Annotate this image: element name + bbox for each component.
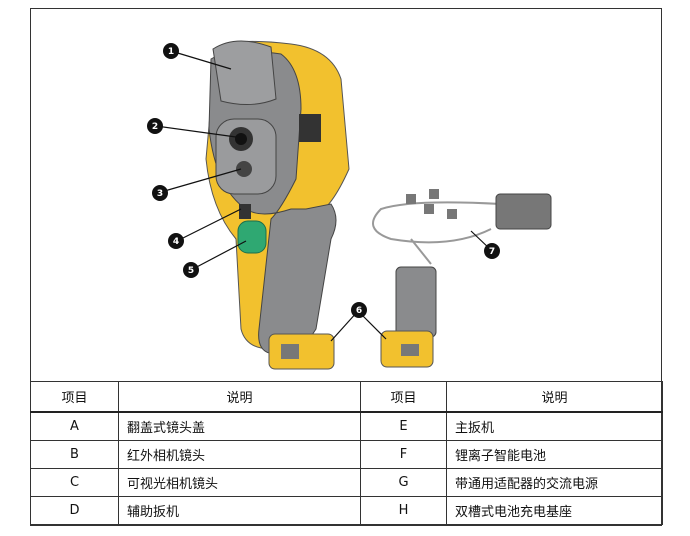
item-description: 带通用适配器的交流电源 [446,468,663,497]
item-key: A [30,411,119,441]
item-key: E [360,411,447,441]
table-header: 项目 说明 项目 说明 [30,381,663,413]
camera-body [205,40,350,370]
header-item: 项目 [30,381,119,413]
figure-frame [30,8,662,526]
callout-markers: 1 2 3 4 5 6 7 [147,43,500,318]
header-description: 说明 [446,381,663,413]
callout-3: 3 [157,189,163,199]
item-key: F [360,440,447,469]
item-description: 可视光相机镜头 [118,468,361,497]
item-description: 双槽式电池充电基座 [446,496,663,525]
ac-power-supply [372,189,552,265]
callout-lines [155,50,492,342]
item-key: H [360,496,447,525]
item-description: 辅助扳机 [118,496,361,525]
callout-2: 2 [152,122,158,132]
item-key: G [360,468,447,497]
thermal-camera-illustration: 1 2 3 4 5 6 7 [147,40,552,370]
callout-6: 6 [356,306,362,316]
item-description: 翻盖式镜头盖 [118,411,361,441]
battery [380,266,437,368]
item-description: 主扳机 [446,411,663,441]
callout-5: 5 [188,266,194,276]
callout-7: 7 [489,247,495,257]
header-description: 说明 [118,381,361,413]
callout-1: 1 [168,47,174,57]
item-key: B [30,440,119,469]
header-item: 项目 [360,381,447,413]
item-key: C [30,468,119,497]
callout-4: 4 [173,237,179,247]
item-description: 红外相机镜头 [118,440,361,469]
item-key: D [30,496,119,525]
item-description: 锂离子智能电池 [446,440,663,469]
